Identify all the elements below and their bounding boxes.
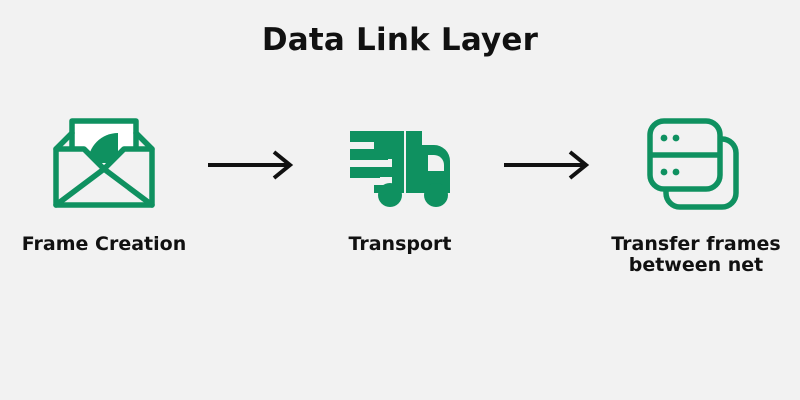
flow-connector-1 — [197, 110, 307, 220]
page-title: Data Link Layer — [261, 22, 539, 58]
flow-step-label: Transport — [348, 233, 452, 255]
flow-step-label: Frame Creation — [21, 233, 187, 255]
open-envelope-icon — [44, 110, 164, 220]
flow-connector-2 — [493, 110, 603, 220]
flow-container: Frame Creation — [0, 110, 800, 277]
delivery-truck-icon — [340, 110, 460, 220]
flow-step-transfer-frames: Transfer frames between net — [603, 110, 789, 277]
flow-step-frame-creation: Frame Creation — [11, 110, 197, 255]
stacked-servers-icon — [636, 110, 756, 220]
arrow-right-icon — [504, 150, 590, 180]
flow-step-transport: Transport — [307, 110, 493, 255]
flow-step-label: Transfer frames between net — [611, 233, 781, 277]
arrow-right-icon — [208, 150, 294, 180]
